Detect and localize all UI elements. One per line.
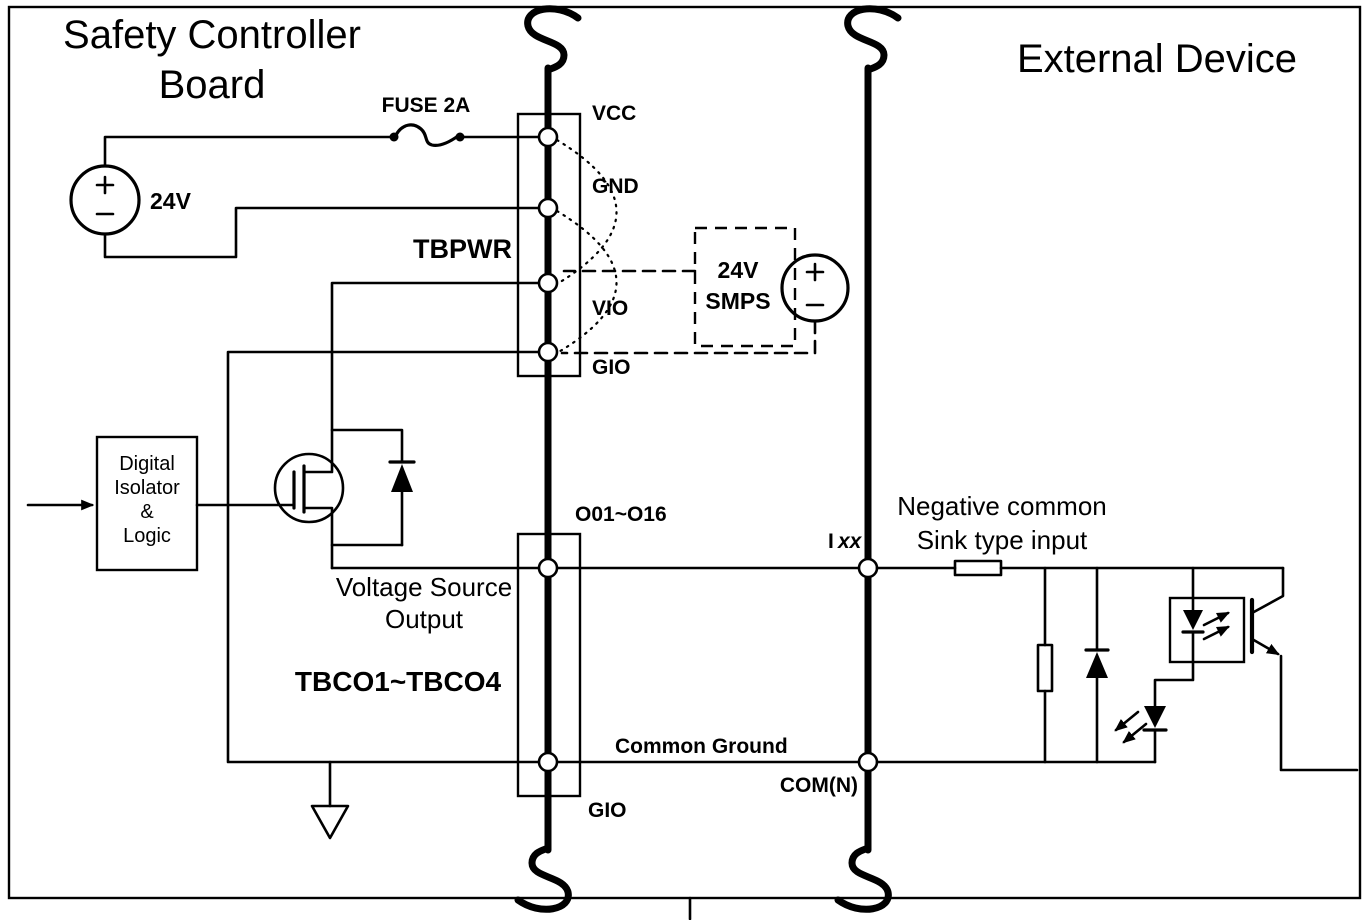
- optocoupler-box: [1168, 596, 1246, 664]
- pin-label-gio: GIO: [592, 356, 631, 379]
- isolator-line2: Isolator: [114, 477, 180, 499]
- dotted-link-gnd-gio: [555, 209, 618, 355]
- smps-label-line2: SMPS: [705, 288, 770, 314]
- pull-resistor-icon: [1036, 566, 1054, 764]
- phototransistor-icon: [1249, 566, 1359, 772]
- pin-label-gnd: GND: [592, 175, 639, 198]
- common-ground-label: Common Ground: [615, 735, 788, 758]
- voltage-source-output-line2: Output: [385, 604, 464, 634]
- external-device-title: External Device: [1017, 37, 1297, 81]
- board-title-line1: Safety Controller: [63, 13, 361, 57]
- series-resistor-icon: [953, 559, 1003, 577]
- isolator-line4: Logic: [123, 525, 171, 547]
- digital-isolator-box: [95, 435, 199, 572]
- terminal-output: [537, 557, 559, 579]
- pin-label-vcc: VCC: [592, 102, 636, 125]
- wire-24v-to-fuse: [103, 135, 396, 168]
- isolator-line3: &: [140, 501, 154, 523]
- gio-bottom-label: GIO: [588, 799, 627, 822]
- terminal-gio: [537, 341, 559, 363]
- wire-diode-top: [330, 428, 404, 464]
- fuse-label: FUSE 2A: [382, 94, 471, 117]
- terminal-vcc: [537, 126, 559, 148]
- smps-box: [693, 226, 797, 348]
- output-range-label: O01~O16: [575, 503, 667, 526]
- com-label: COM(N): [780, 774, 858, 797]
- ground-icon: [310, 804, 350, 840]
- input-pin-label-sub: xx: [837, 530, 863, 553]
- pin-label-vio: VIO: [592, 297, 628, 320]
- terminal-device-input: [857, 557, 879, 579]
- clamp-diode-icon: [1084, 566, 1110, 764]
- wire-gio-ground-rail: [226, 350, 541, 764]
- fuse-icon: [389, 123, 465, 147]
- smps-label-line1: 24V: [718, 257, 760, 283]
- voltage-source-output-line1: Voltage Source: [336, 572, 512, 602]
- indicator-led-icon: [1114, 706, 1168, 764]
- body-diode-icon: [388, 460, 416, 547]
- device-note-line1: Negative common: [897, 491, 1107, 521]
- tbco-label: TBCO1~TBCO4: [295, 666, 502, 697]
- source-24v-label: 24V: [150, 188, 192, 214]
- bus-break-icons-left: [514, 5, 582, 913]
- wire-gnd-return: [103, 206, 541, 259]
- smps-dashed-wire-gio: [560, 319, 817, 355]
- smps-source-icon: [780, 253, 850, 323]
- isolator-line1: Digital: [119, 453, 175, 475]
- terminal-gnd: [537, 197, 559, 219]
- opto-led-icon: [1153, 566, 1205, 708]
- voltage-source-24v-icon: [69, 164, 141, 236]
- diagram-border: [7, 5, 1362, 900]
- terminal-device-com: [857, 751, 879, 773]
- dotted-link-vcc-vio: [555, 138, 618, 286]
- mosfet-icon: [273, 452, 345, 570]
- tbpwr-label: TBPWR: [413, 234, 512, 264]
- input-pin-label-prefix: I: [828, 530, 834, 553]
- board-title-line2: Board: [159, 63, 266, 107]
- terminal-vio: [537, 272, 559, 294]
- bus-break-icons-right: [834, 5, 902, 913]
- device-note-line2: Sink type input: [917, 525, 1088, 555]
- wire-vio-to-mosfet-drain: [302, 281, 541, 474]
- opto-coupling-arrows-icon: [1202, 611, 1230, 641]
- terminal-common-ground: [537, 751, 559, 773]
